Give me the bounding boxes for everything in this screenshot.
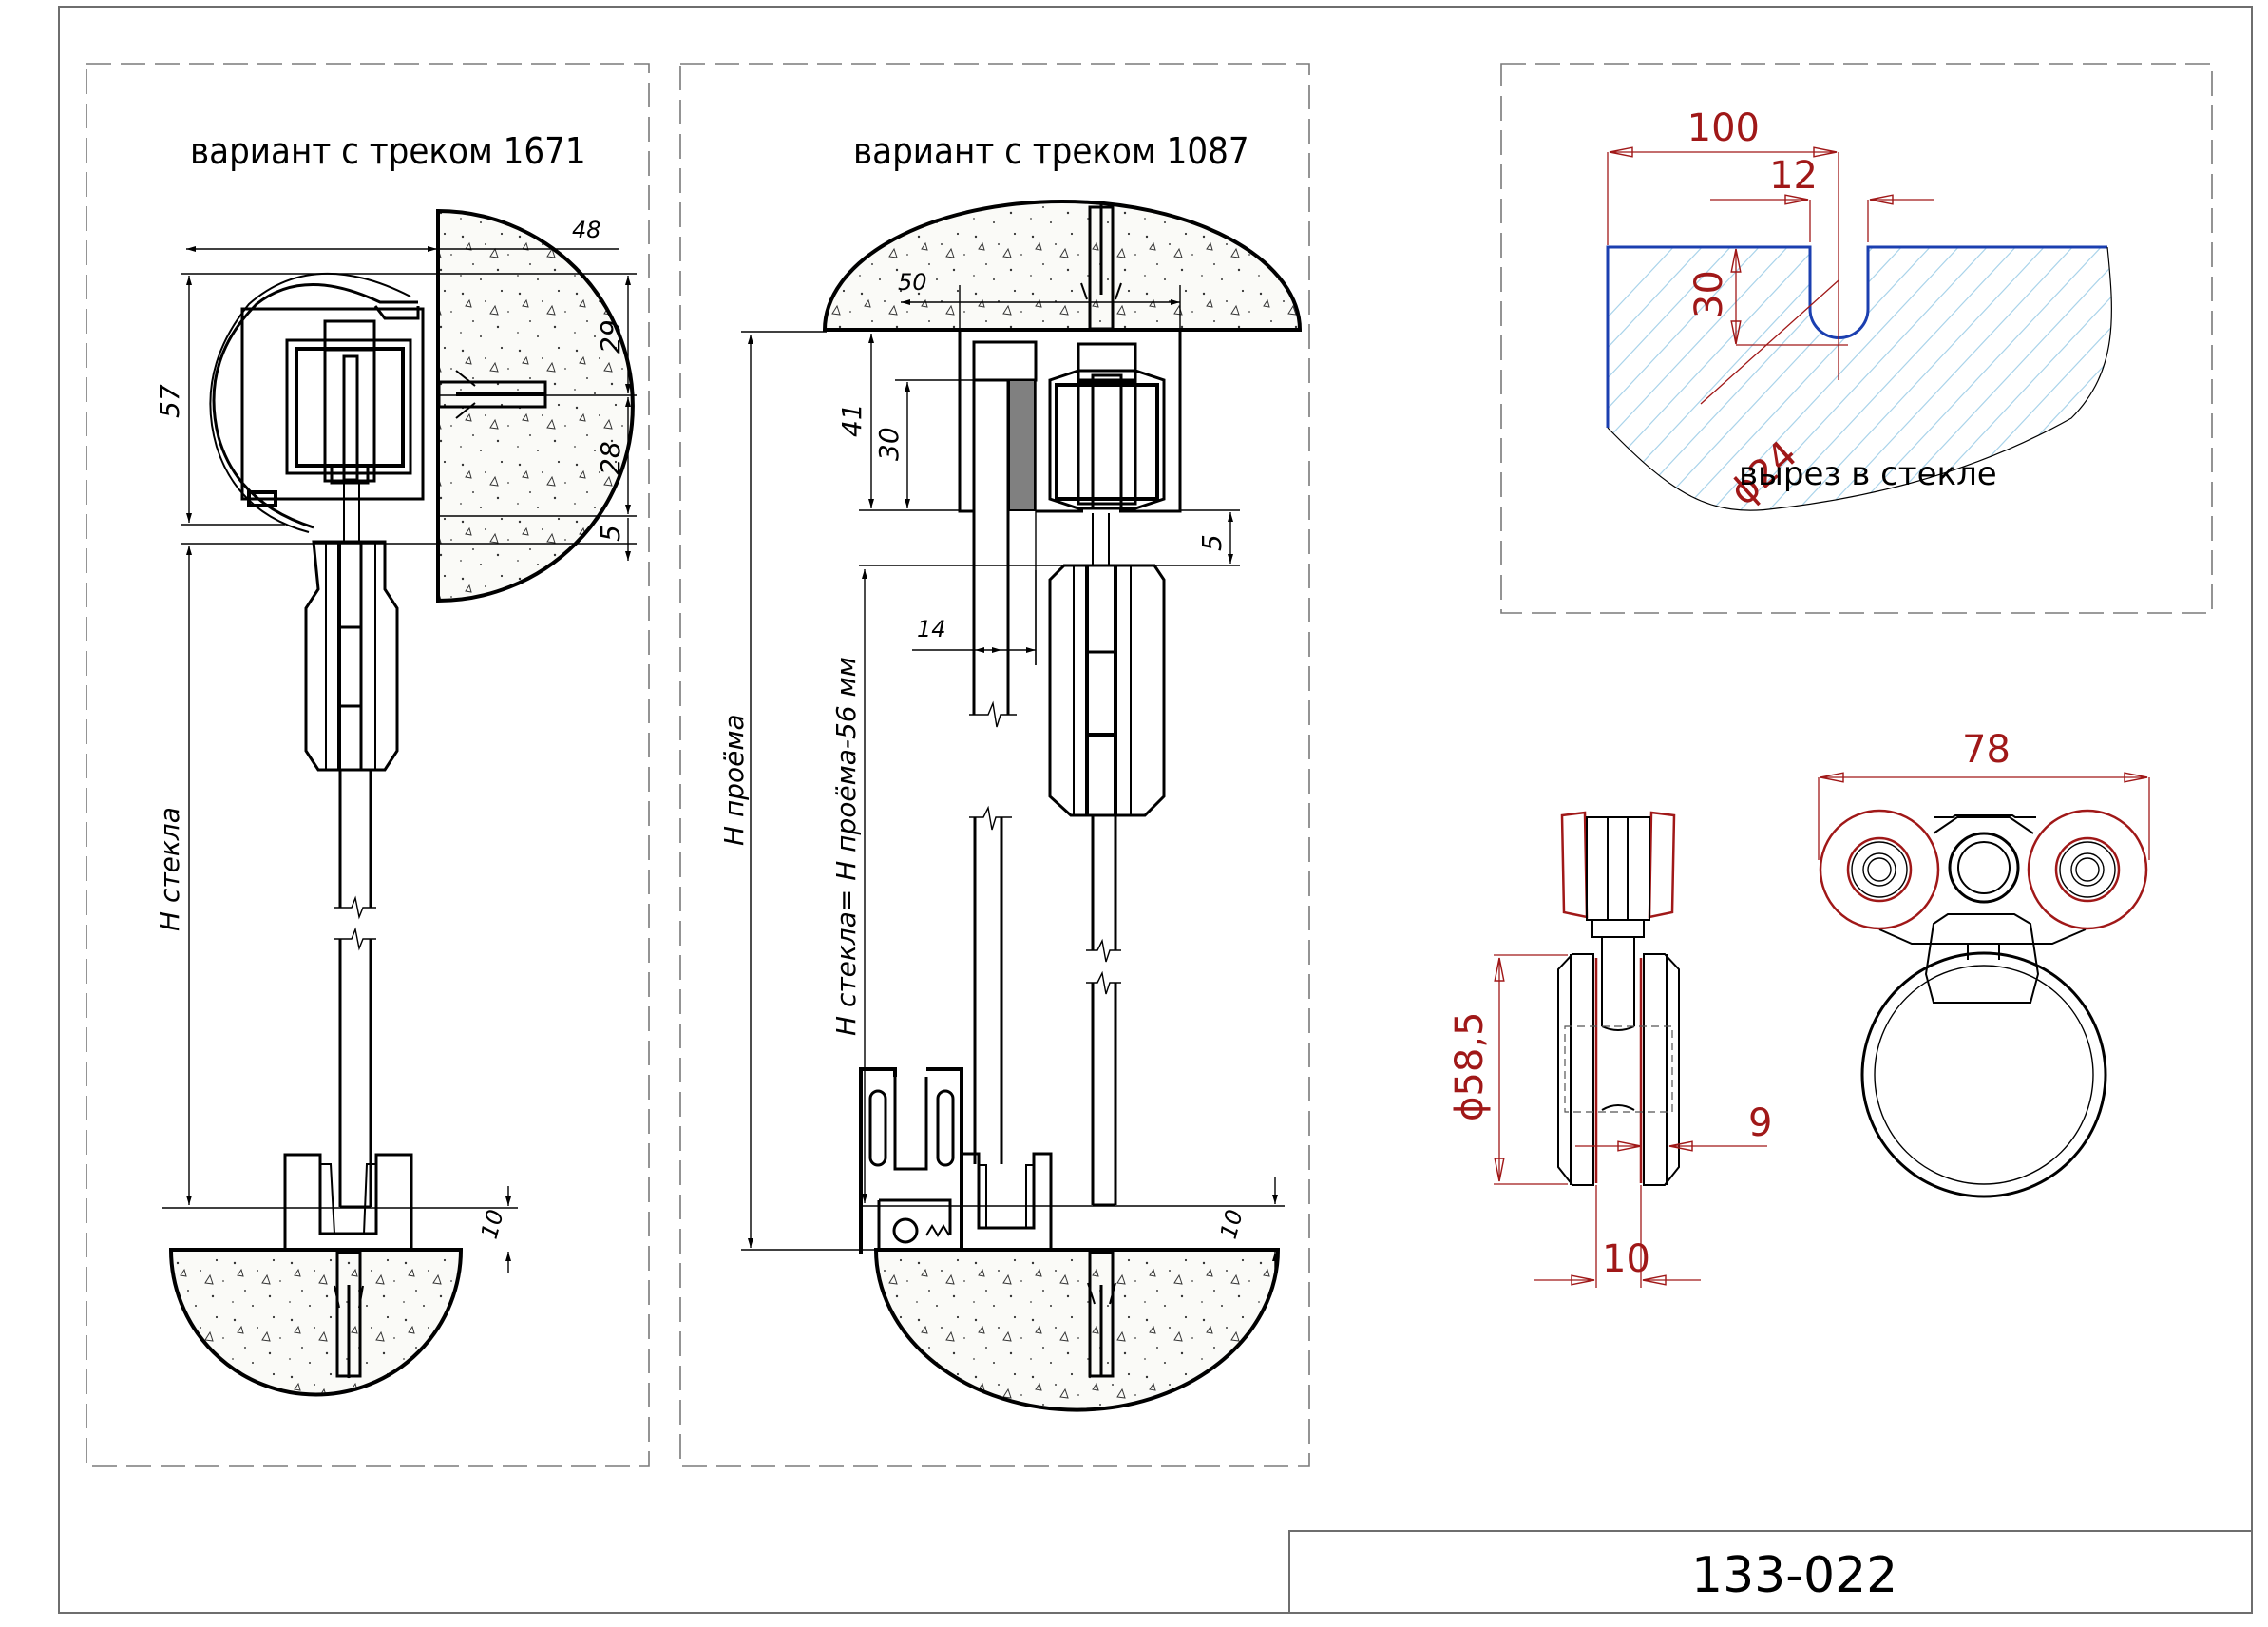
floor-concrete xyxy=(168,1248,464,1397)
dim-1087-width: 50 xyxy=(898,269,927,296)
dim-cutout-offset: 100 xyxy=(1687,106,1760,150)
panel-cutout xyxy=(1500,63,2213,614)
ceiling-anchor-icon xyxy=(1080,204,1122,331)
track-1671-profile xyxy=(212,283,418,529)
sheet-frame xyxy=(58,6,2253,1614)
cutout-label: вырез в стекле xyxy=(1739,455,1997,493)
view-1671: вариант с треком 1671 xyxy=(154,130,637,1397)
floor-guide-1671 xyxy=(283,1153,413,1250)
seal-strip xyxy=(1008,379,1036,511)
dim-1671-bottom: 10 xyxy=(476,1207,509,1242)
dim-1671-total-height: 57 xyxy=(154,384,185,418)
dim-1087-glass-inset: 30 xyxy=(873,427,905,461)
roller-front-view: 78 xyxy=(1818,728,2150,1198)
dim-roller-groove: 9 xyxy=(1748,1101,1772,1145)
label-1087-glass-formula: H стекла= H проёма-56 мм xyxy=(830,657,862,1036)
dim-roller-width: 78 xyxy=(1962,728,2011,772)
floor-concrete-1087 xyxy=(873,1248,1281,1412)
glass-1671 xyxy=(334,770,376,1209)
glass-1087 xyxy=(1086,815,1121,1207)
dim-cutout-slot-width: 12 xyxy=(1769,154,1818,198)
bottom-track-1087 xyxy=(859,1067,963,1254)
glass-cutout-detail: 100 12 30 ϕ24 вырез в стекле xyxy=(1606,106,2112,514)
glass-clamp-1671 xyxy=(304,540,399,772)
view-1087-title: вариант с треком 1087 xyxy=(853,130,1249,172)
label-1087-opening-height: H проёма xyxy=(718,714,750,846)
dim-roller-glass-gap: 10 xyxy=(1602,1237,1650,1281)
dim-1671-upper: 29 xyxy=(595,319,626,354)
floor-anchor-icon xyxy=(334,1251,364,1378)
drawing-code: 133-022 xyxy=(1691,1547,1897,1604)
label-1671-glass-height: H стекла xyxy=(154,807,185,931)
track-1087-profile xyxy=(958,330,1182,513)
dim-1087-gap: 5 xyxy=(1196,534,1228,551)
view-1671-title: вариант с треком 1671 xyxy=(190,130,586,172)
glass-clamp-1087 xyxy=(1048,564,1166,817)
panel-1671 xyxy=(86,63,650,1467)
dim-1671-width: 48 xyxy=(572,217,601,243)
dim-1671-gap: 5 xyxy=(595,525,626,542)
wall-anchor-icon xyxy=(437,370,547,419)
dim-cutout-depth: 30 xyxy=(1687,270,1731,318)
title-block: 133-022 xyxy=(1288,1530,2253,1614)
roller-side-view: ϕ58,5 9 10 xyxy=(1448,811,1772,1288)
panel-1087 xyxy=(679,63,1310,1467)
floor-anchor-1087-icon xyxy=(1087,1251,1116,1378)
ceiling-concrete xyxy=(822,200,1303,332)
dim-1087-thickness: 14 xyxy=(917,616,946,642)
dim-1087-bottom: 10 xyxy=(1215,1207,1248,1242)
dim-1671-lower: 28 xyxy=(595,441,626,475)
view-1087: вариант с треком 1087 xyxy=(718,130,1303,1412)
dim-roller-diameter: ϕ58,5 xyxy=(1448,1012,1492,1121)
carriage-1671 xyxy=(285,319,412,485)
dim-1087-profile-height: 41 xyxy=(836,403,867,437)
carriage-1087 xyxy=(1048,342,1166,510)
